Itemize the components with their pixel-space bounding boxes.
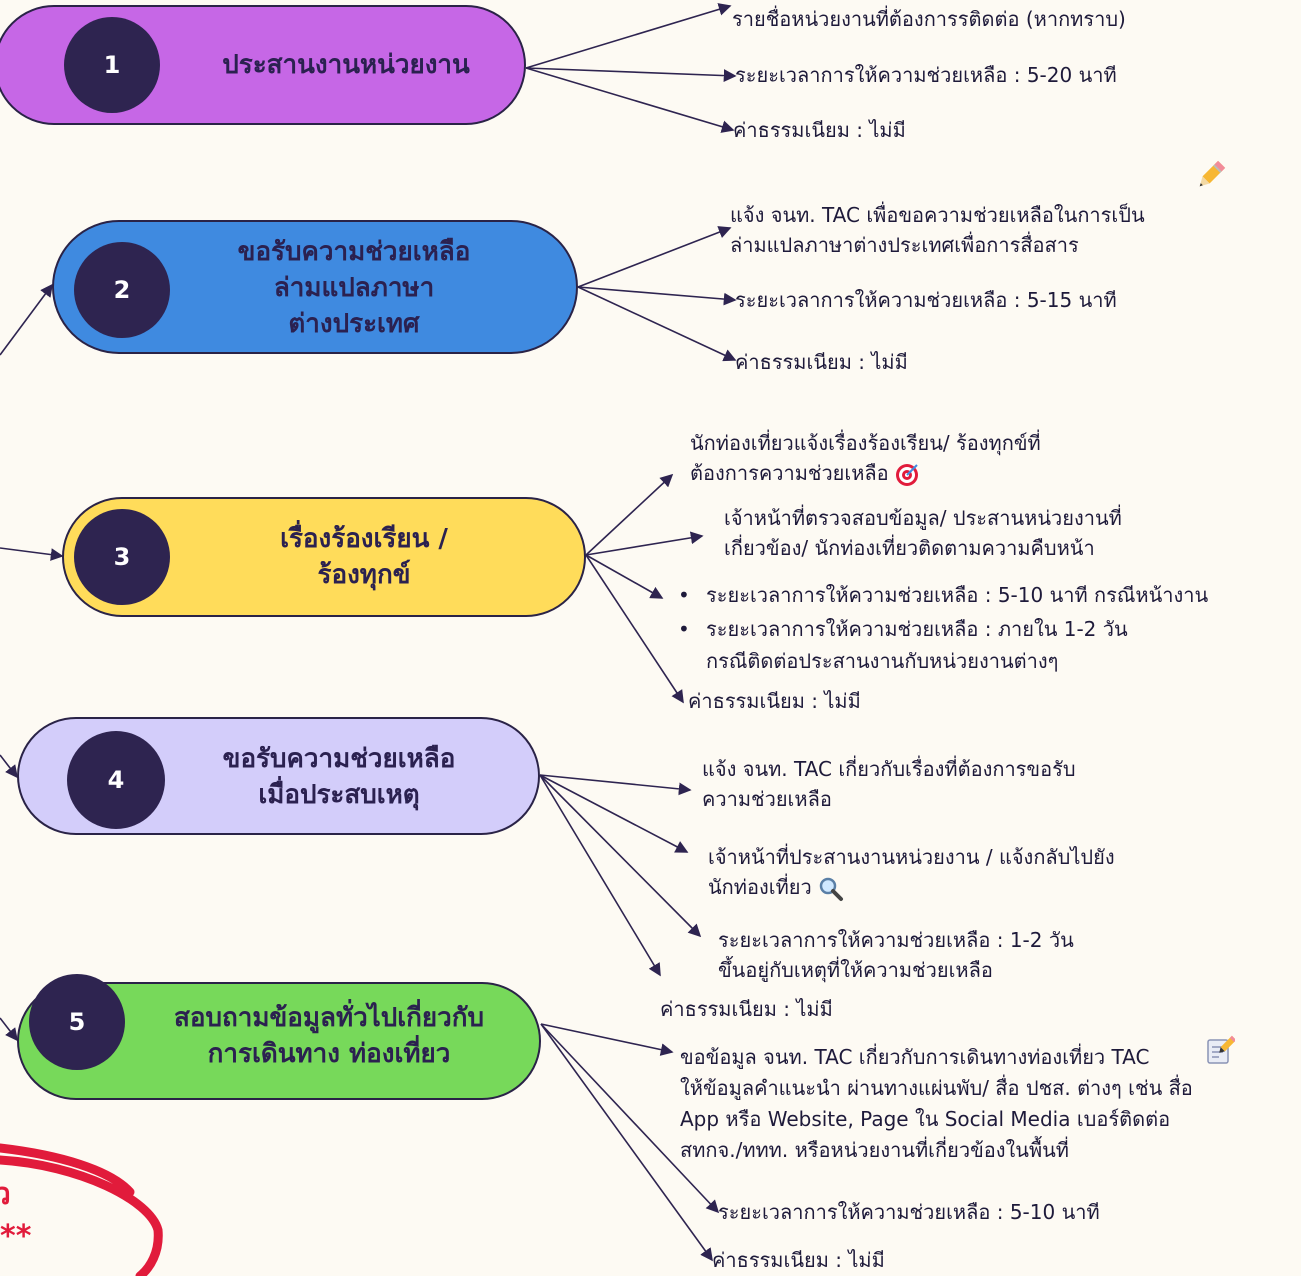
node-1-title: ประสานงานหน่วยงาน	[222, 50, 470, 80]
n4-officer-line2-text: นักท่องเที่ยว	[708, 875, 812, 899]
n1-contact-list: รายชื่อหน่วยงานที่ต้องการรติดต่อ (หากทรา…	[732, 7, 1126, 31]
n3-duration-onsite: ระยะเวลาการให้ความช่วยเหลือ : 5-10 นาที …	[678, 580, 1208, 610]
node-2[interactable]: 2 ขอรับความช่วยเหลือ ล่ามแปลภาษา ต่างประ…	[52, 220, 578, 354]
node-2-number: 2	[74, 242, 170, 338]
node-2-title: ขอรับความช่วยเหลือ ล่ามแปลภาษา ต่างประเท…	[237, 237, 471, 339]
node-4[interactable]: 4 ขอรับความช่วยเหลือ เมื่อประสบเหตุ	[17, 717, 540, 835]
n3-officer-line1: เจ้าหน้าที่ตรวจสอบข้อมูล/ ประสานหน่วยงาน…	[724, 506, 1122, 530]
n4-duration-line1: ระยะเวลาการให้ความช่วยเหลือ : 1-2 วัน	[718, 928, 1074, 952]
n2-request-line1: แจ้ง จนท. TAC เพื่อขอความช่วยเหลือในการเ…	[730, 203, 1145, 227]
n4-officer-line2: นักท่องเที่ยว	[708, 872, 844, 902]
n3-complaint-line2: ต้องการความช่วยเหลือ	[690, 458, 919, 488]
arrow-3a	[585, 473, 674, 556]
node-5-number: 5	[29, 974, 125, 1070]
red-loop-stroke	[0, 1143, 163, 1276]
arrow-5a	[540, 1023, 674, 1056]
arrow-3d	[585, 554, 684, 704]
arrow-2c	[577, 286, 737, 362]
n2-duration: ระยะเวลาการให้ความช่วยเหลือ : 5-15 นาที	[735, 288, 1117, 312]
n3-officer-line2: เกี่ยวข้อง/ นักท่องเที่ยวติดตามความคืบหน…	[724, 536, 1095, 560]
n5-fee: ค่าธรรมเนียม : ไม่มี	[712, 1248, 885, 1272]
node-3[interactable]: 3 เรื่องร้องเรียน / ร้องทุกข์	[62, 497, 586, 617]
memo-icon	[1205, 1035, 1237, 1065]
magnifier-icon	[818, 876, 844, 902]
n4-officer-line1: เจ้าหน้าที่ประสานงานหน่วยงาน / แจ้งกลับไ…	[708, 845, 1115, 869]
node-5-title: สอบถามข้อมูลทั่วไปเกี่ยวกับ การเดินทาง ท…	[174, 1003, 484, 1069]
node-3-number: 3	[74, 509, 170, 605]
arrow-2a	[577, 226, 732, 288]
n5-info-line2: ให้ข้อมูลคำแนะนำ ผ่านทางแผ่นพับ/ สื่อ ปช…	[680, 1076, 1193, 1100]
n1-fee: ค่าธรรมเนียม : ไม่มี	[733, 118, 906, 142]
n5-info-line1: ขอข้อมูล จนท. TAC เกี่ยวกับการเดินทางท่อ…	[680, 1045, 1150, 1069]
arrow-1c	[525, 67, 735, 133]
arrow-4c	[539, 774, 702, 938]
n3-duration-coord: ระยะเวลาการให้ความช่วยเหลือ : ภายใน 1-2 …	[678, 614, 1128, 644]
arrow-in-2	[0, 283, 53, 356]
arrow-5b	[540, 1023, 720, 1214]
stamp-fragment-line1: ว	[0, 1177, 11, 1212]
arrow-in-4	[0, 754, 18, 779]
pencil-icon	[1194, 158, 1228, 192]
n4-duration-line2: ขึ้นอยู่กับเหตุที่ให้ความช่วยเหลือ	[718, 958, 993, 982]
n1-duration: ระยะเวลาการให้ความช่วยเหลือ : 5-20 นาที	[735, 63, 1117, 87]
node-4-number: 4	[67, 731, 165, 829]
arrow-in-3	[0, 547, 64, 561]
target-icon	[895, 463, 919, 487]
n5-duration: ระยะเวลาการให้ความช่วยเหลือ : 5-10 นาที	[718, 1200, 1100, 1224]
arrow-1b	[525, 67, 737, 82]
n2-request-line2: ล่ามแปลภาษาต่างประเทศเพื่อการสื่อสาร	[730, 233, 1079, 257]
arrow-5c	[540, 1023, 713, 1262]
n4-request-line1: แจ้ง จนท. TAC เกี่ยวกับเรื่องที่ต้องการข…	[702, 757, 1076, 781]
node-1-number: 1	[64, 17, 160, 113]
n3-duration-coord-line2: กรณีติดต่อประสานงานกับหน่วยงานต่างๆ	[706, 649, 1059, 673]
arrow-4b	[539, 774, 689, 853]
n5-info-line4: สทกจ./ททท. หรือหน่วยงานที่เกี่ยวข้องในพื…	[680, 1138, 1069, 1162]
arrow-4d	[539, 774, 661, 977]
n2-fee: ค่าธรรมเนียม : ไม่มี	[735, 350, 908, 374]
arrow-3c	[585, 554, 664, 599]
n3-complaint-line2-text: ต้องการความช่วยเหลือ	[690, 461, 889, 485]
stamp-fragment-line2: **	[0, 1219, 32, 1254]
node-3-title: เรื่องร้องเรียน / ร้องทุกข์	[280, 524, 448, 590]
arrow-4a	[539, 774, 692, 796]
n5-info-line3: App หรือ Website, Page ใน Social Media เ…	[680, 1107, 1171, 1131]
arrow-2b	[577, 286, 737, 306]
arrow-in-5	[0, 1017, 18, 1042]
n3-fee: ค่าธรรมเนียม : ไม่มี	[688, 689, 861, 713]
node-1[interactable]: 1 ประสานงานหน่วยงาน	[0, 5, 526, 125]
arrow-3b	[585, 531, 704, 556]
node-5[interactable]: 5 สอบถามข้อมูลทั่วไปเกี่ยวกับ การเดินทาง…	[17, 974, 541, 1100]
n4-request-line2: ความช่วยเหลือ	[702, 787, 832, 811]
n4-fee: ค่าธรรมเนียม : ไม่มี	[660, 997, 833, 1021]
arrow-1a	[525, 3, 732, 69]
node-4-title: ขอรับความช่วยเหลือ เมื่อประสบเหตุ	[222, 744, 456, 810]
n3-complaint-line1: นักท่องเที่ยวแจ้งเรื่องร้องเรียน/ ร้องทุ…	[690, 431, 1041, 455]
